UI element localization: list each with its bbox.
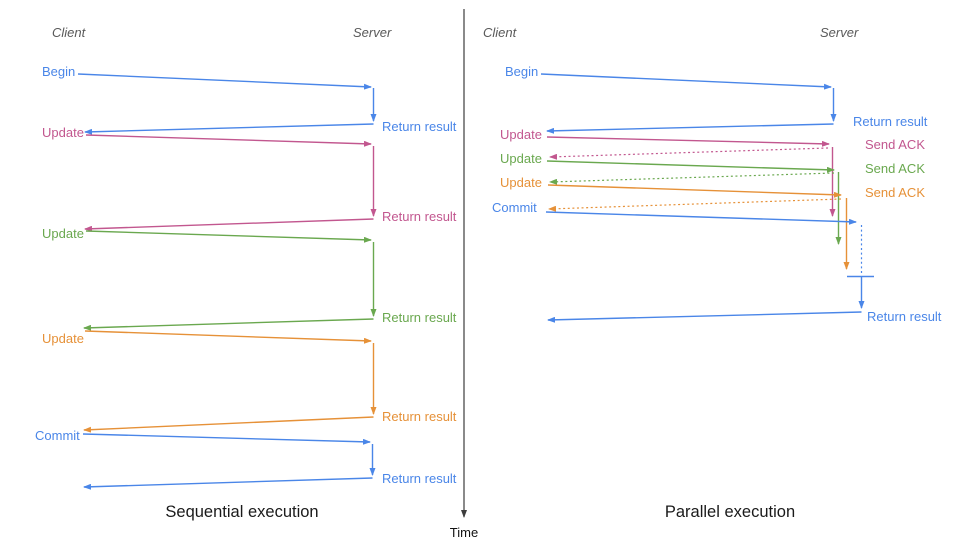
sequential-return-result-1-label: Return result (382, 119, 457, 134)
parallel-update-1-request-arrow (546, 136, 830, 147)
parallel-commit-label: Commit (492, 200, 537, 215)
parallel-begin-response-arrow (546, 123, 834, 134)
parallel-update-1-label: Update (500, 127, 542, 142)
sequential-update-1-response-arrow (84, 218, 374, 232)
sequential-update-2-request-arrow (85, 230, 372, 243)
parallel-send-ack-1-label: Send ACK (865, 137, 925, 152)
parallel-update-2-label: Update (500, 151, 542, 166)
sequential-client-header: Client (52, 25, 86, 40)
parallel-server-header: Server (820, 25, 859, 40)
sequential-return-result-3-label: Return result (382, 310, 457, 325)
sequential-update-3-response-arrow (83, 416, 374, 433)
parallel-begin-label: Begin (505, 64, 538, 79)
sequential-return-result-5-label: Return result (382, 471, 457, 486)
sequential-commit-request-arrow (82, 433, 371, 445)
sequential-update-2-label: Update (42, 226, 84, 241)
sequential-commit-label: Commit (35, 428, 80, 443)
parallel-update-2-request-arrow (546, 160, 835, 173)
parallel-commit-request-arrow (545, 211, 857, 225)
sequential-update-3-label: Update (42, 331, 84, 346)
sequential-begin-response-arrow (84, 123, 374, 135)
parallel-send-ack-2-label: Send ACK (865, 161, 925, 176)
parallel-update-3-ack-arrow (548, 198, 842, 212)
parallel-send-ack-3-label: Send ACK (865, 185, 925, 200)
parallel-update-1-ack-arrow (549, 147, 829, 160)
sequential-panel-title: Sequential execution (165, 503, 319, 521)
parallel-update-3-request-arrow (547, 184, 842, 198)
parallel-commit-response-arrow (547, 311, 862, 323)
sequential-server-header: Server (353, 25, 392, 40)
sequential-update-1-request-arrow (85, 134, 372, 147)
parallel-update-2-ack-arrow (549, 172, 835, 185)
sequential-commit-response-arrow (83, 477, 373, 490)
parallel-return-result-2-label: Return result (867, 309, 942, 324)
sequential-return-result-4-label: Return result (382, 409, 457, 424)
sequential-update-2-response-arrow (83, 318, 374, 331)
sequential-update-3-request-arrow (84, 330, 372, 344)
parallel-update-3-label: Update (500, 175, 542, 190)
time-axis-label: Time (449, 525, 479, 540)
sequential-begin-label: Begin (42, 64, 75, 79)
sequential-begin-request-arrow (77, 73, 372, 90)
sequential-update-1-label: Update (42, 125, 84, 140)
parallel-return-result-1-label: Return result (853, 114, 928, 129)
parallel-client-header: Client (483, 25, 517, 40)
parallel-begin-request-arrow (540, 73, 832, 90)
sequential-return-result-2-label: Return result (382, 209, 457, 224)
parallel-panel-title: Parallel execution (664, 503, 796, 521)
